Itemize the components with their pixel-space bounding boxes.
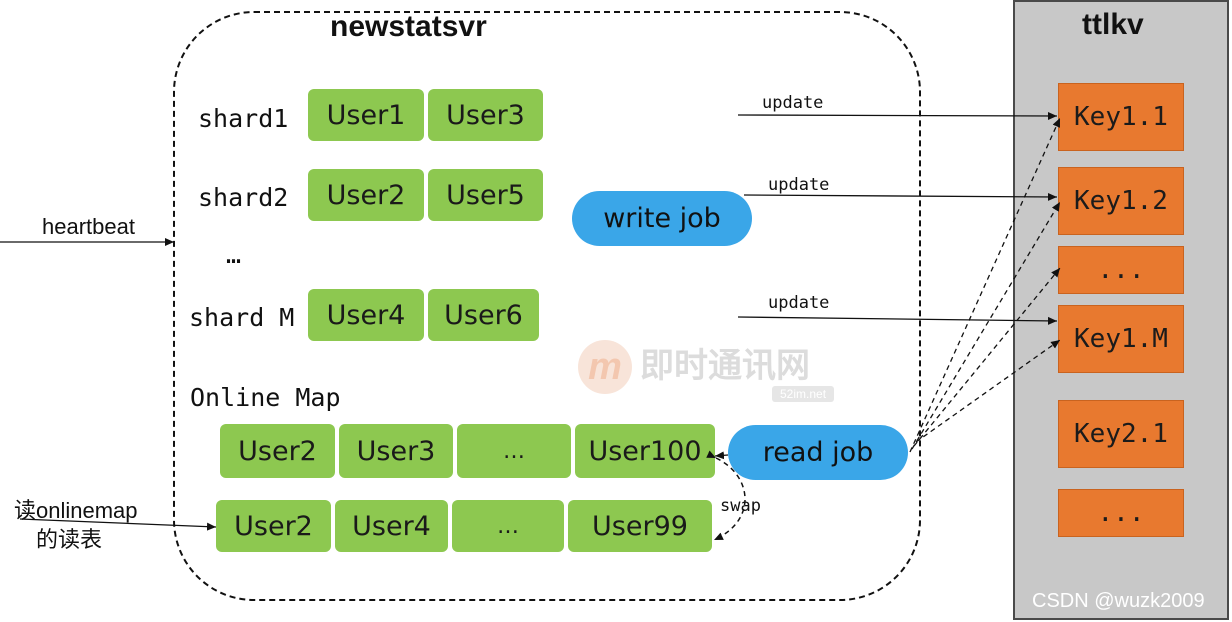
server-boundary <box>173 11 921 601</box>
online-map-title: Online Map <box>190 383 341 412</box>
shard-label: shard2 <box>198 183 289 212</box>
watermark-tagline: 52im.net <box>772 386 835 402</box>
key-box: Key1.2 <box>1058 167 1184 235</box>
ellipsis-label: … <box>226 240 242 269</box>
online-map-write-cell: User2 <box>220 424 335 478</box>
update-arrow <box>737 111 1058 120</box>
online-map-read-cell: User2 <box>216 500 331 552</box>
update-label: update <box>768 175 830 195</box>
swap-label: swap <box>720 496 761 516</box>
swap-arrow <box>706 450 746 541</box>
online-map-read-cell: User99 <box>568 500 712 552</box>
user-cell: User2 <box>308 169 424 221</box>
key-box: ... <box>1058 489 1184 537</box>
read-label-line2: 的读表 <box>36 527 103 552</box>
shard-label: shard M <box>189 303 295 332</box>
credit-text: CSDN @wuzk2009 <box>1032 590 1205 612</box>
read-fetch-arrow <box>913 267 1061 447</box>
read-table-arrow <box>19 518 217 531</box>
key-box: Key2.1 <box>1058 400 1184 468</box>
key-box: Key1.M <box>1058 305 1184 373</box>
online-map-write-cell: User100 <box>575 424 715 478</box>
online-map-read-cell: … <box>452 500 564 552</box>
ttlkv-title: ttlkv <box>1082 8 1144 41</box>
read-fetch-arrow <box>911 201 1061 450</box>
user-cell: User3 <box>428 89 543 141</box>
update-label: update <box>768 293 830 313</box>
watermark-brand: 即时通讯网 <box>640 347 810 385</box>
shard-label: shard1 <box>198 104 289 133</box>
update-arrow <box>743 192 1058 201</box>
online-map-write-cell: … <box>457 424 571 478</box>
read-job: read job <box>728 425 908 480</box>
write-job: write job <box>572 191 752 246</box>
user-cell: User4 <box>308 289 424 341</box>
user-cell: User1 <box>308 89 424 141</box>
update-arrow <box>737 316 1058 325</box>
online-map-read-cell: User4 <box>335 500 448 552</box>
online-map-write-cell: User3 <box>339 424 453 478</box>
key-box: Key1.1 <box>1058 83 1184 151</box>
read-label-line1: 读onlinemap <box>14 498 138 523</box>
user-cell: User6 <box>428 289 539 341</box>
read-fetch-arrow <box>915 339 1061 443</box>
key-box: ... <box>1058 246 1184 294</box>
heartbeat-label: heartbeat <box>42 214 135 239</box>
read-fetch-arrow <box>909 117 1061 453</box>
server-title: newstatsvr <box>330 10 487 43</box>
watermark-logo-icon: m <box>578 340 632 394</box>
user-cell: User5 <box>428 169 543 221</box>
read-job-to-table-arrow <box>714 451 729 460</box>
update-label: update <box>762 93 824 113</box>
